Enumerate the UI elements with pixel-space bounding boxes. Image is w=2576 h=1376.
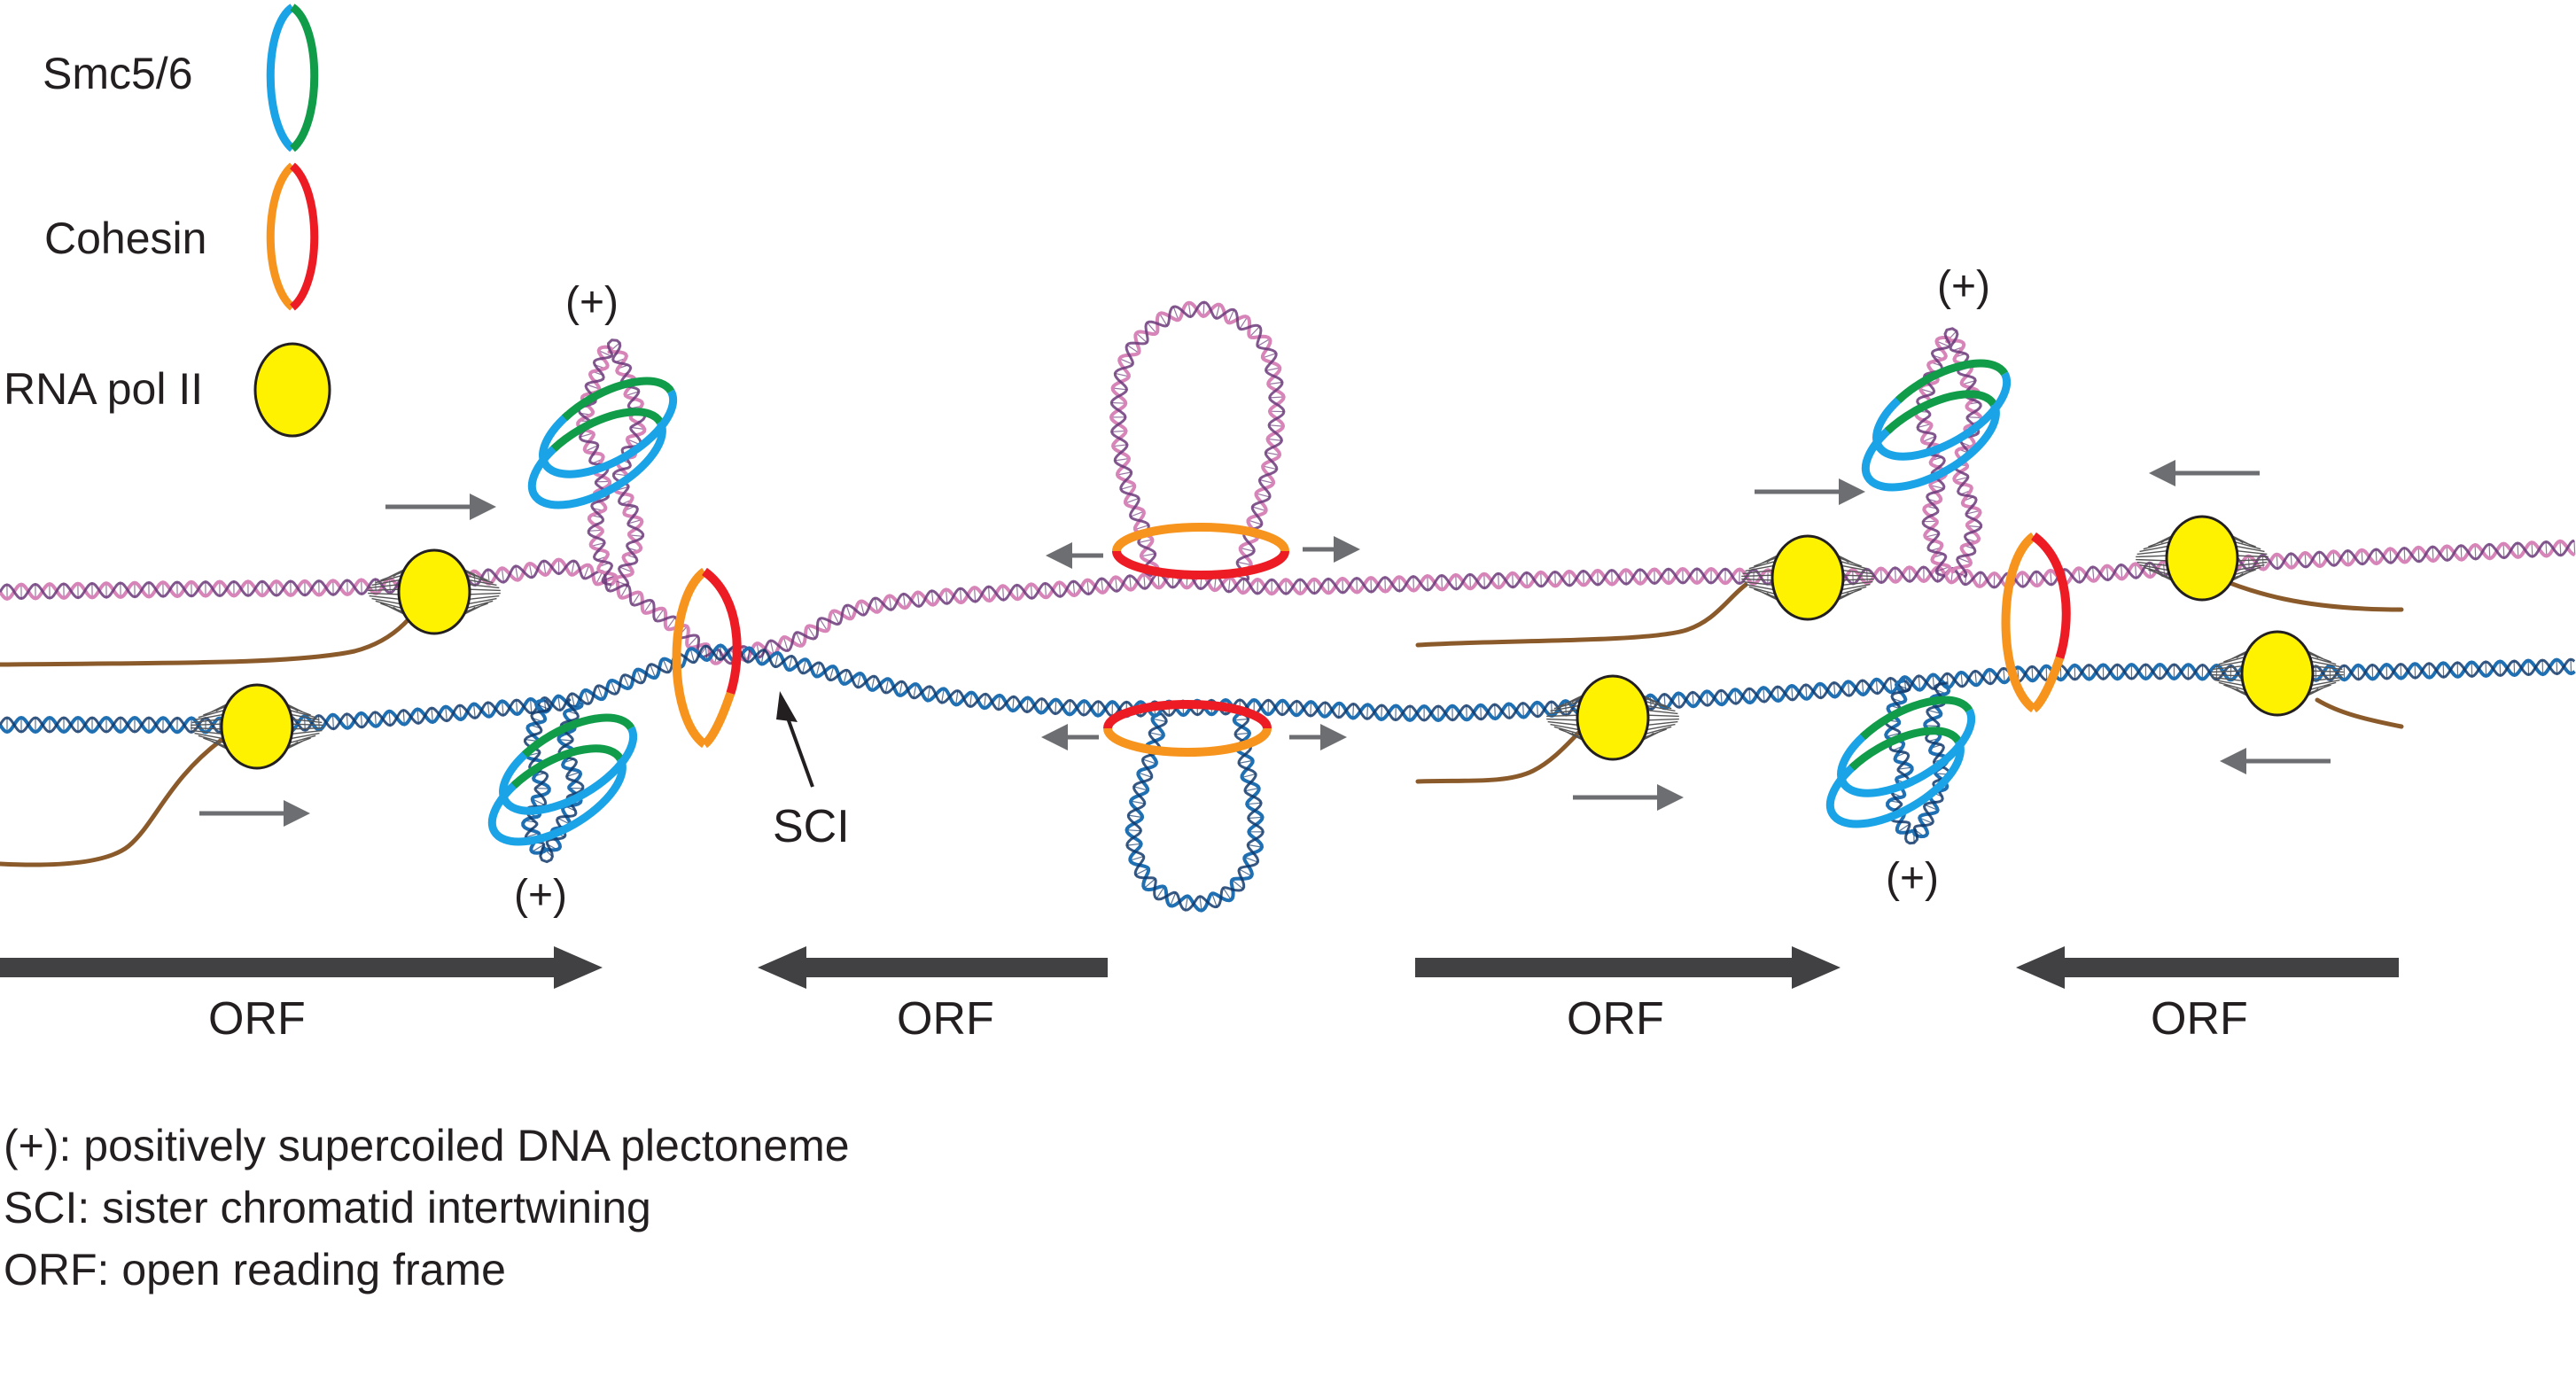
rna-polymerase-ii bbox=[368, 548, 501, 635]
orf-label: ORF bbox=[2151, 993, 2248, 1045]
cohesin-complexes bbox=[672, 523, 2071, 757]
rna-polymerase-ii bbox=[2136, 515, 2269, 602]
legend-rna-pol-ii-icon bbox=[253, 342, 331, 438]
rna-transcript bbox=[1415, 582, 1748, 648]
rna-polymerase-ii bbox=[1546, 674, 1679, 761]
cohesin-ring bbox=[2001, 532, 2071, 713]
cohesin-ring bbox=[672, 567, 742, 749]
rna-transcript bbox=[1415, 715, 1598, 784]
smc5-6-complex bbox=[1861, 359, 2012, 492]
sci-label: SCI bbox=[773, 801, 850, 852]
smc5-6-complexes bbox=[487, 359, 2012, 846]
footnote-plectoneme: (+): positively supercoiled DNA plectone… bbox=[4, 1121, 850, 1170]
cohesin-ring bbox=[1112, 523, 1289, 579]
orf-label: ORF bbox=[208, 993, 306, 1045]
footnote-orf: ORF: open reading frame bbox=[4, 1245, 506, 1294]
rna-polymerase-ii-group bbox=[191, 515, 2344, 770]
orf-arrow bbox=[2016, 946, 2399, 989]
smc5-6-complex bbox=[487, 713, 638, 846]
sister-chromatid-top-dna bbox=[0, 300, 2576, 665]
legend-cohesin-label: Cohesin bbox=[44, 214, 207, 263]
sister-chromatid-bottom-dna bbox=[0, 643, 2576, 913]
legend-cohesin-ring-icon bbox=[266, 162, 319, 311]
positive-supercoil-label: (+) bbox=[1937, 263, 1990, 310]
orf-label: ORF bbox=[1567, 993, 1664, 1045]
positive-supercoil-label: (+) bbox=[565, 279, 619, 326]
transcription-direction-arrows bbox=[199, 460, 2331, 827]
rna-transcript bbox=[0, 737, 224, 867]
rna-transcript bbox=[0, 587, 432, 667]
orf-arrows bbox=[0, 946, 2399, 989]
rna-polymerase-ii bbox=[191, 683, 323, 770]
orf-arrow bbox=[758, 946, 1108, 989]
orf-arrow bbox=[0, 946, 603, 989]
smc5-6-complex bbox=[1825, 696, 1976, 828]
smc5-6-complex bbox=[527, 377, 678, 509]
orf-label: ORF bbox=[897, 993, 994, 1045]
rna-polymerase-ii bbox=[1741, 534, 1874, 621]
orf-arrow bbox=[1415, 946, 1841, 989]
legend-smc5-6-label: Smc5/6 bbox=[43, 49, 193, 98]
legend-rna-pol-ii-label: RNA pol II bbox=[4, 364, 204, 414]
rna-transcripts bbox=[0, 569, 2404, 867]
cohesin-ring bbox=[1103, 700, 1272, 757]
positive-supercoil-label: (+) bbox=[514, 872, 567, 919]
rna-polymerase-ii bbox=[2211, 630, 2344, 717]
sci-pointer-arrow bbox=[776, 691, 814, 788]
positive-supercoil-label: (+) bbox=[1886, 855, 1939, 902]
rna-transcript bbox=[2315, 697, 2404, 729]
footnote-sci: SCI: sister chromatid intertwining bbox=[4, 1183, 651, 1232]
legend-smc-ring-icon bbox=[266, 4, 319, 152]
